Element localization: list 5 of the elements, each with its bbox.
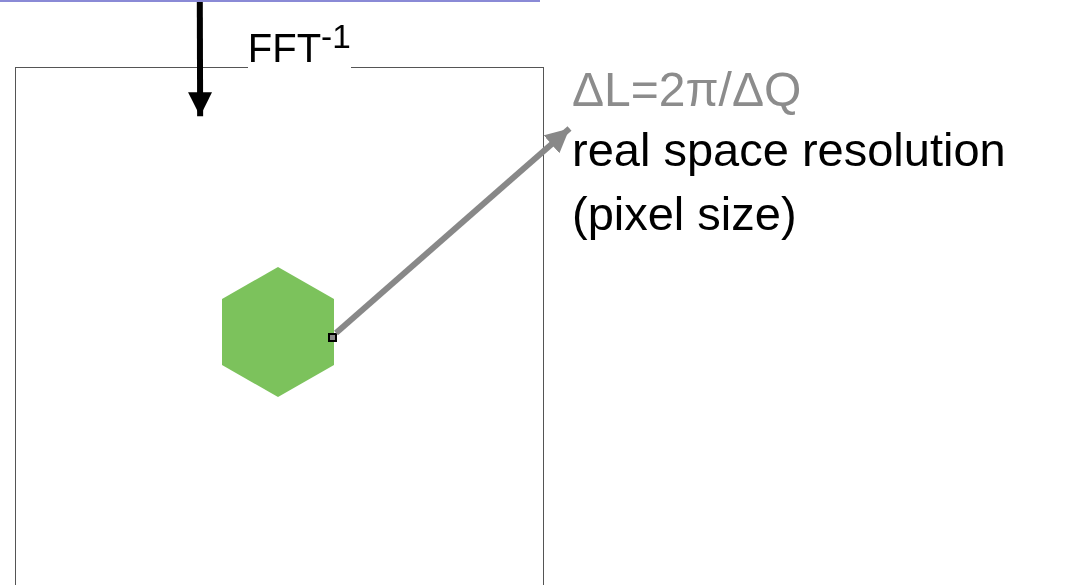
image-frame <box>15 67 544 585</box>
formula-text: ΔL=2π/ΔQ <box>572 62 802 118</box>
pixel-marker <box>328 333 337 342</box>
description-text: real space resolution (pixel size) <box>572 122 1007 242</box>
arrow <box>188 2 213 117</box>
